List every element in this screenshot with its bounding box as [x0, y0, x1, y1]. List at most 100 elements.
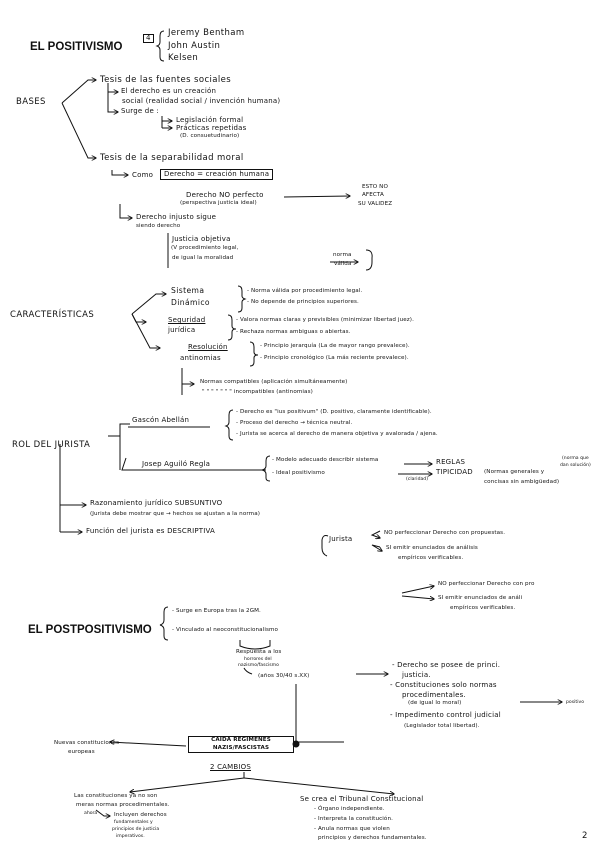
funcion-d2: SI emitir enunciados de análisis [386, 545, 478, 551]
tesis-fuentes-l2: social (realidad social / invención huma… [122, 97, 281, 105]
aguilo-d2: - Ideal positivismo [272, 470, 325, 476]
resolucion-d2: - Principio cronológico (La más reciente… [260, 355, 409, 361]
c1-e: principios de justicia [112, 827, 160, 832]
c2-d: - Anula normas que violen [314, 826, 390, 832]
aguilo-regla: Josep Aguiló Regla [142, 460, 211, 468]
practicas-repetidas: Prácticas repetidas [176, 124, 247, 132]
post-r7: (Legislador total libertad). [404, 723, 480, 729]
author-kelsen: Kelsen [168, 53, 199, 63]
seguridad-d1: - Valora normas claras y previsibles (mi… [236, 317, 414, 323]
author-austin: John Austin [168, 41, 221, 51]
tesis-fuentes-l1: El derecho es un creación [121, 87, 217, 95]
normas-incompatibles: " " " " " " " incompatibles (antinomias) [202, 389, 313, 395]
page-number: 2 [582, 831, 588, 841]
respuesta-3: nazismo/fascismo [238, 663, 279, 668]
c2-b: - Órgano independiente. [314, 806, 385, 812]
gascon-abellan: Gascón Abellán [132, 416, 190, 424]
razonamiento-subsuntivo: Razonamiento jurídico SUBSUNTIVO [90, 499, 223, 507]
derecho-injusto: Derecho injusto sigue [136, 213, 217, 221]
gascon-d2: - Proceso del derecho → técnica neutral. [236, 420, 353, 426]
post-r4: procedimentales. [402, 691, 466, 699]
post-r6: - Impedimento control judicial [390, 711, 501, 719]
post-top-2: SI emitir enunciados de análi [438, 595, 523, 601]
neoconstitucionalismo: - Vinculado al neoconstitucionalismo [172, 627, 279, 633]
europeas: europeas [68, 749, 95, 755]
esto-no: ESTO NO [362, 184, 388, 190]
post-r3: - Constituciones solo normas [390, 681, 497, 689]
c1-b: meras normas procedimentales. [76, 802, 170, 808]
consuetudinario: (D. consuetudinario) [180, 133, 240, 139]
justicia-objetiva: Justicia objetiva [172, 235, 231, 243]
caida-1: CAÍDA REGÍMENES [211, 737, 271, 743]
tesis-moral-title: Tesis de la separabilidad moral [100, 153, 244, 163]
c2-a: Se crea el Tribunal Constitucional [300, 795, 424, 803]
c2-e: principios y derechos fundamentales. [318, 835, 427, 841]
funcion-descriptiva: Función del jurista es DESCRIPTIVA [86, 527, 216, 535]
nuevas-constituciones: Nuevas constituciones [54, 740, 120, 746]
aguilo-d1: - Modelo adecuado describir sistema [272, 457, 379, 463]
sistema-d2: - No depende de principios superiores. [247, 299, 359, 305]
author-bentham: Jeremy Bentham [168, 28, 245, 38]
funcion-d1: NO perfeccionar Derecho con propuestas. [384, 530, 506, 536]
legislacion-formal: Legislación formal [176, 116, 244, 124]
c1-a: Las constituciones ya no son [74, 793, 158, 799]
resolucion: Resolución [188, 343, 228, 351]
jurista-box: Jurista [329, 535, 353, 543]
caida-2: NAZIS/FASCISTAS [212, 744, 270, 751]
resolucion-d1: - Principio jerarquía (La de mayor rango… [260, 343, 410, 349]
post-r2: justicia. [402, 671, 431, 679]
perspectiva-justicia: (perspectiva justicia ideal) [180, 200, 257, 206]
como-box: Derecho = creación humana [160, 169, 274, 180]
ahora: ahora [84, 811, 98, 816]
siendo-derecho: siendo derecho [136, 223, 181, 229]
juridica: jurídica [168, 326, 196, 334]
positivismo-title: EL POSITIVISMO [30, 41, 123, 53]
c1-c: Incluyen derechos [114, 812, 167, 818]
funcion-d3: empíricos verificables. [398, 555, 464, 561]
su-validez: SU VALIDEZ [358, 201, 393, 207]
reglas: REGLAS [436, 458, 466, 466]
c1-d: fundamentales y [114, 820, 153, 825]
respuesta-2: horrores del [244, 657, 272, 662]
seguridad: Seguridad [168, 316, 206, 324]
claridad-note: (claridad) [406, 477, 429, 482]
rol-jurista-label: ROL DEL JURISTA [12, 440, 91, 450]
tesis-fuentes-title: Tesis de las fuentes sociales [100, 75, 232, 85]
reglas-note-1: (norma que [562, 456, 589, 461]
afecta: AFECTA [362, 192, 384, 198]
caracteristicas-label: CARACTERÍSTICAS [10, 310, 95, 320]
dos-cambios: 2 CAMBIOS [210, 763, 252, 771]
razonamiento-d1: (Jurista debe mostrar que → hechos se aj… [90, 511, 261, 517]
sistema-d1: - Norma válida por procedimiento legal. [247, 288, 363, 294]
caida-regimenes-box: CAÍDA REGÍMENES NAZIS/FASCISTAS [188, 736, 294, 754]
tipicidad-d1: (Normas generales y [484, 469, 545, 475]
post-r5b: positivo [566, 700, 585, 705]
valida: válida [334, 261, 352, 267]
norma: norma [333, 252, 352, 258]
anos: (años 30/40 s.XX) [258, 673, 310, 679]
gascon-d1: - Derecho es "ius positivum" (D. positiv… [236, 409, 432, 415]
post-top-3: empíricos verificables. [450, 605, 516, 611]
seguridad-d2: - Rechaza normas ambiguas o abiertas. [236, 329, 351, 335]
normas-compatibles: Normas compatibles (aplicación simultáne… [200, 379, 348, 385]
dinamico: Dinámico [171, 298, 210, 307]
procedimiento-legal: (V procedimiento legal, [171, 245, 239, 251]
gascon-d3: - Jurista se acerca al derecho de manera… [236, 431, 438, 437]
c2-c: - Interpreta la constitución. [314, 816, 393, 822]
bases-label: BASES [16, 97, 46, 107]
post-top-1: NO perfeccionar Derecho con pro [438, 581, 535, 587]
antinomias: antinomias [180, 354, 221, 362]
note-mark: 4 [143, 34, 154, 43]
surge-de: Surge de : [121, 107, 159, 115]
tipicidad-d2: concisas sin ambigüedad) [484, 479, 560, 485]
derecho-no-perfecto: Derecho NO perfecto [186, 191, 264, 199]
surge-europa: - Surge en Europa tras la 2GM. [172, 608, 261, 614]
sistema: Sistema [171, 286, 205, 295]
como-label: Como [132, 171, 154, 179]
post-r5: (de igual lo moral) [408, 700, 462, 706]
postpositivismo-title: EL POSTPOSITIVISMO [28, 624, 152, 636]
tipicidad: TIPICIDAD [436, 468, 473, 476]
post-r1: - Derecho se posee de princi. [392, 661, 501, 669]
reglas-note-2: dan solución) [560, 463, 591, 468]
